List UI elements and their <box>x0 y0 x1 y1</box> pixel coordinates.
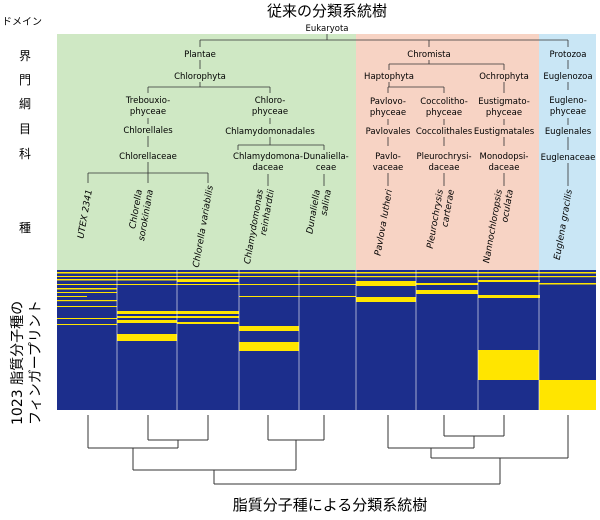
rank-species: 種 <box>19 221 31 235</box>
heatmap-cell <box>356 297 416 302</box>
taxonomy-tree-lines <box>87 34 569 186</box>
heatmap-cell <box>57 296 87 297</box>
family-pavlovaceae-1: Pavlo- <box>375 152 401 162</box>
heatmap-cell <box>239 342 299 351</box>
plantae-panel <box>57 34 356 270</box>
heatmap-cell <box>57 292 117 293</box>
heatmap-cell <box>57 288 117 290</box>
rank-domain: ドメイン <box>2 17 42 28</box>
family-dunaliellaceae-2: ceae <box>316 163 336 173</box>
heatmap-cell <box>57 284 356 285</box>
heatmap-cell <box>416 290 478 294</box>
side-label-line1: 1023 脂質分子種の <box>10 301 26 425</box>
heatmap-cell <box>356 281 416 286</box>
rank-phylum: 門 <box>19 73 31 87</box>
heatmap-cell <box>239 296 356 297</box>
family-dunaliellaceae-1: Dunaliella- <box>303 152 348 162</box>
order-chlorellales: Chlorellales <box>123 126 173 136</box>
heatmap-cell <box>177 322 239 324</box>
family-pleurochrysidaceae-1: Pleurochrysi- <box>416 152 471 162</box>
class-euglenophyceae-2: phyceae <box>550 107 586 117</box>
heatmap-cell <box>177 279 239 282</box>
heatmap-cell <box>539 380 596 410</box>
order-chlamydomonadales: Chlamydomonadales <box>225 127 315 137</box>
heatmap-cell <box>356 276 596 278</box>
class-trebouxiophyceae-1: Trebouxio- <box>125 96 170 106</box>
title-bottom: 脂質分子種による分類系統樹 <box>233 496 428 514</box>
heatmap-cell <box>117 320 177 323</box>
order-euglenales: Euglenales <box>545 127 592 137</box>
heatmap-cell <box>117 334 177 341</box>
phylum-chlorophyta: Chlorophyta <box>174 72 226 82</box>
family-monodopsidaceae-2: daceae <box>489 163 520 173</box>
heatmap-cell <box>117 311 239 314</box>
class-euglenophyceae-1: Eugleno- <box>549 96 587 106</box>
family-pleurochrysidaceae-2: daceae <box>429 163 460 173</box>
heatmap-cell <box>478 350 539 380</box>
heatmap-cell <box>57 318 117 319</box>
family-chlamydomonadaceae-2: daceae <box>253 163 284 173</box>
title-top: 従来の分類系統樹 <box>267 2 387 20</box>
family-chlorellaceae: Chlorellaceae <box>119 152 177 162</box>
kingdom-protozoa: Protozoa <box>550 50 587 60</box>
order-eustigmatales: Eustigmatales <box>474 127 535 137</box>
class-chlorophyceae-2: phyceae <box>252 107 288 117</box>
phylum-euglenozoa: Euglenozoa <box>543 72 592 82</box>
rank-class: 綱 <box>19 97 31 111</box>
class-chlorophyceae-1: Chloro- <box>255 96 286 106</box>
heatmap-cell <box>239 326 299 331</box>
class-trebouxiophyceae-2: phyceae <box>130 107 166 117</box>
class-coccolithophyceae-1: Coccolitho- <box>420 97 468 107</box>
rank-family: 科 <box>19 147 31 161</box>
heatmap-cell <box>117 316 239 318</box>
heatmap-cell <box>57 276 356 277</box>
heatmap-cell <box>478 280 540 282</box>
kingdom-plantae: Plantae <box>184 50 216 60</box>
lipid-dendrogram <box>87 415 569 485</box>
heatmap-cell <box>57 306 117 307</box>
order-coccolithales: Coccolithales <box>416 127 473 137</box>
rank-kingdom: 界 <box>19 49 31 63</box>
phylum-haptophyta: Haptophyta <box>364 72 414 82</box>
species-dunaliella-2: salina <box>320 189 334 217</box>
rank-order: 目 <box>19 122 31 136</box>
root-label: Eukaryota <box>305 24 348 34</box>
heatmap-cell <box>57 272 596 274</box>
family-monodopsidaceae-1: Monodopsi- <box>480 152 529 162</box>
class-eustigmatophyceae-1: Eustigmato- <box>478 97 530 107</box>
kingdom-chromista: Chromista <box>407 50 450 60</box>
class-pavlovophyceae-2: phyceae <box>370 108 406 118</box>
family-pavlovaceae-2: vaceae <box>373 163 404 173</box>
class-eustigmatophyceae-2: phyceae <box>486 108 522 118</box>
order-pavlovales: Pavlovales <box>366 127 411 137</box>
protozoa-panel <box>539 34 596 270</box>
family-euglenaceae: Euglenaceae <box>541 153 596 163</box>
heatmap-cell <box>416 283 478 285</box>
heatmap-cell <box>57 324 117 325</box>
chromista-panel <box>356 34 539 270</box>
side-label-line2: フィンガープリント <box>28 300 44 425</box>
family-chlamydomonadaceae-1: Chlamydomona- <box>233 152 303 162</box>
heatmap-cell <box>478 295 540 298</box>
class-pavlovophyceae-1: Pavlovo- <box>370 97 406 107</box>
phylum-ochrophyta: Ochrophyta <box>479 72 529 82</box>
class-coccolithophyceae-2: phyceae <box>426 108 462 118</box>
heatmap-cell <box>57 300 117 302</box>
lipid-heatmap <box>57 270 596 410</box>
heatmap-cell <box>539 283 596 285</box>
